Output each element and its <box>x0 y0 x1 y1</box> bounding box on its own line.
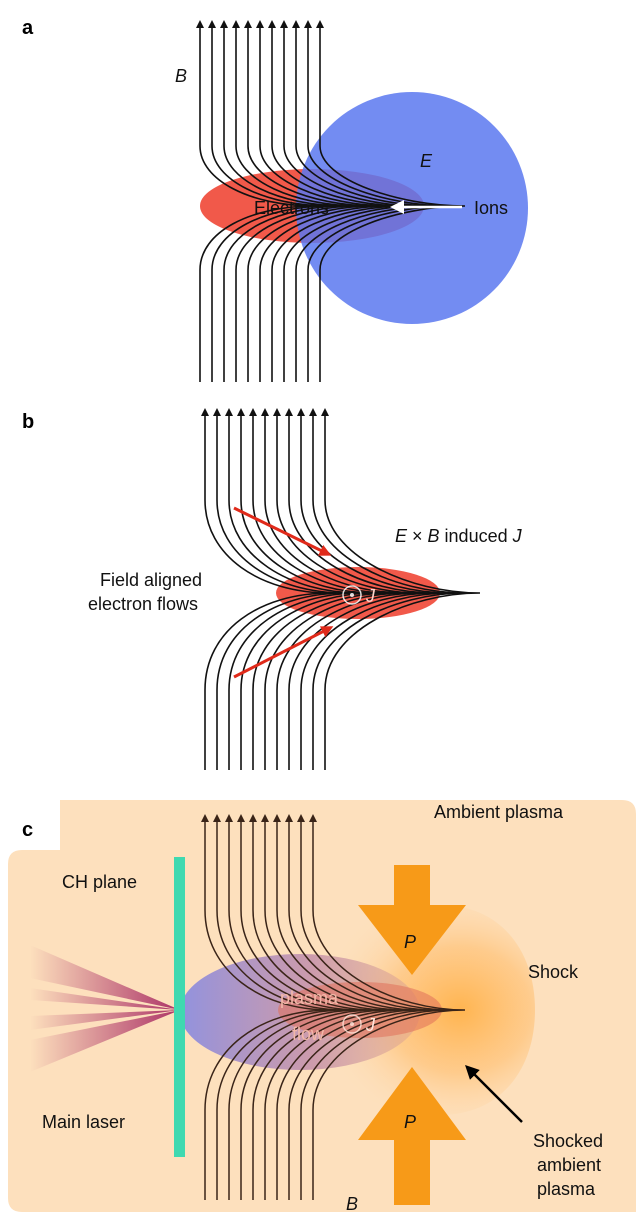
b-label-c: B <box>346 1194 358 1214</box>
plasma-flow-label-line1: plasma <box>280 988 339 1008</box>
j-out-of-page-symbol-c <box>342 1014 362 1034</box>
ch-plane-label: CH plane <box>62 872 137 892</box>
j-label-c: J <box>365 1015 376 1035</box>
shocked-label-line3: plasma <box>537 1179 596 1199</box>
pressure-arrow-top <box>358 865 466 975</box>
field-line <box>316 20 466 382</box>
electrons-label: Electrons <box>254 198 329 218</box>
exb-label: E × B induced J <box>395 526 523 546</box>
panel-b-letter: b <box>22 411 34 433</box>
panel-a-letter: a <box>22 17 34 39</box>
field-aligned-line2: electron flows <box>88 594 198 614</box>
electron-flow-arrow-bottom <box>233 626 334 679</box>
panel-b: b J E × B induced J Field aligned electr… <box>22 408 523 770</box>
panel-a: a B E Electrons Ions <box>22 17 528 382</box>
plasma-flow-label-line2: flow <box>292 1024 325 1044</box>
j-out-of-page-symbol <box>342 585 362 605</box>
e-label: E <box>420 151 433 171</box>
pressure-label-top: P <box>404 932 416 952</box>
j-label-b: J <box>365 586 376 606</box>
field-lines-b <box>201 408 481 770</box>
ambient-plasma-label: Ambient plasma <box>434 802 564 822</box>
ch-plane <box>174 857 185 1157</box>
b-label-a: B <box>175 66 187 86</box>
field-line <box>309 814 466 1200</box>
field-lines-c <box>201 814 466 1200</box>
field-line <box>321 408 481 770</box>
main-laser-label: Main laser <box>42 1112 125 1132</box>
main-laser-beams <box>30 945 180 1072</box>
field-aligned-line1: Field aligned <box>100 570 202 590</box>
electron-flow-arrow-top <box>233 506 332 556</box>
pressure-label-bottom: P <box>404 1112 416 1132</box>
panel-c: c <box>8 800 636 1214</box>
shock-label: Shock <box>528 962 579 982</box>
panel-c-letter: c <box>22 819 33 841</box>
ions-label: Ions <box>474 198 508 218</box>
shocked-label-line1: Shocked <box>533 1131 603 1151</box>
shocked-plasma-arrow <box>465 1065 523 1123</box>
pressure-arrow-bottom <box>358 1067 466 1205</box>
shocked-label-line2: ambient <box>537 1155 601 1175</box>
